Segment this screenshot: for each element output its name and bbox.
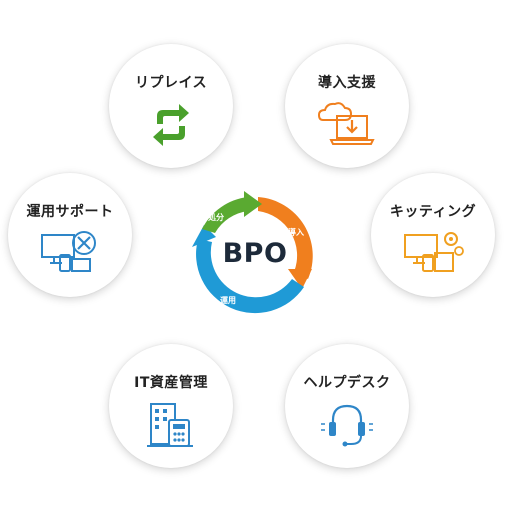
node-operation-support[interactable]: 運用サポート [8, 173, 132, 297]
segment-arrow-unyou [192, 225, 216, 247]
bpo-title: BPO [222, 238, 288, 269]
node-replace[interactable]: リプレイス [109, 44, 233, 168]
bpo-cycle-ring [192, 191, 313, 314]
segment-label-unyou: 運用 [220, 296, 236, 305]
segment-arc-dounyu [258, 197, 313, 279]
cloud-download-laptop-icon [317, 102, 375, 145]
node-it-asset-management-label: IT資産管理 [134, 375, 208, 391]
devices-gear-icon [404, 232, 464, 272]
node-replace-label: リプレイス [134, 75, 208, 91]
node-operation-support-label: 運用サポート [26, 204, 114, 220]
node-it-asset-management[interactable]: IT資産管理 [109, 344, 233, 468]
node-helpdesk-label: ヘルプデスク [303, 375, 391, 391]
node-deployment-support-label: 導入支援 [318, 75, 376, 91]
segment-arc-shobun [202, 197, 248, 233]
devices-support-icon [41, 231, 96, 272]
bpo-cycle: BPO 処分 導入 運用 [190, 191, 320, 321]
segment-arrow-shobun [244, 191, 262, 217]
segment-label-shobun: 処分 [208, 213, 224, 222]
segment-label-dounyu: 導入 [288, 228, 304, 237]
node-kitting[interactable]: キッティング [371, 173, 495, 297]
building-calculator-icon [147, 403, 193, 447]
replace-cycle-icon [153, 104, 189, 146]
headset-icon [321, 404, 373, 447]
segment-arc-unyou [196, 239, 304, 314]
node-helpdesk[interactable]: ヘルプデスク [285, 344, 409, 468]
node-kitting-label: キッティング [389, 204, 477, 220]
node-deployment-support[interactable]: 導入支援 [285, 44, 409, 168]
segment-arrow-dounyu [288, 269, 312, 289]
